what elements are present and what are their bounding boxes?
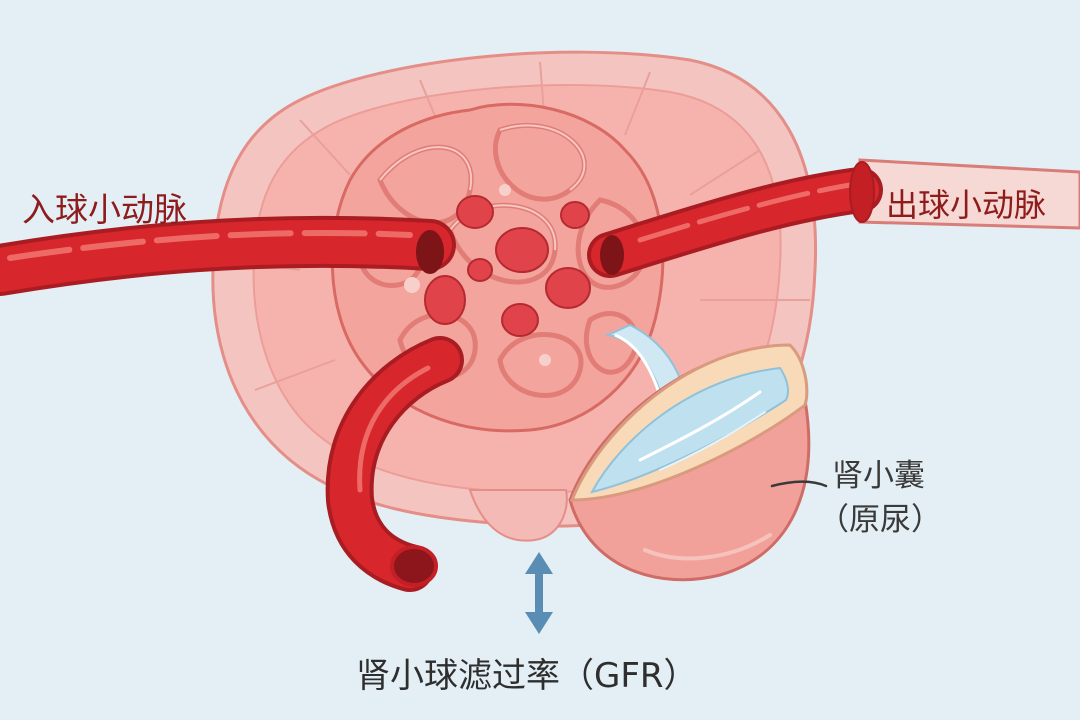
gfr-label: 肾小球滤过率（GFR） (356, 648, 698, 697)
afferent-arteriole (0, 230, 444, 274)
afferent-arteriole-label: 入球小动脉 (22, 183, 187, 231)
primary-urine-note: （原尿） (818, 498, 942, 542)
bowman-capsule-label: 肾小囊 （原尿） (832, 454, 942, 542)
bowman-capsule-name: 肾小囊 (832, 454, 942, 498)
efferent-arteriole-label: 出球小动脉 (886, 180, 1046, 226)
double-arrow-icon (525, 552, 553, 634)
